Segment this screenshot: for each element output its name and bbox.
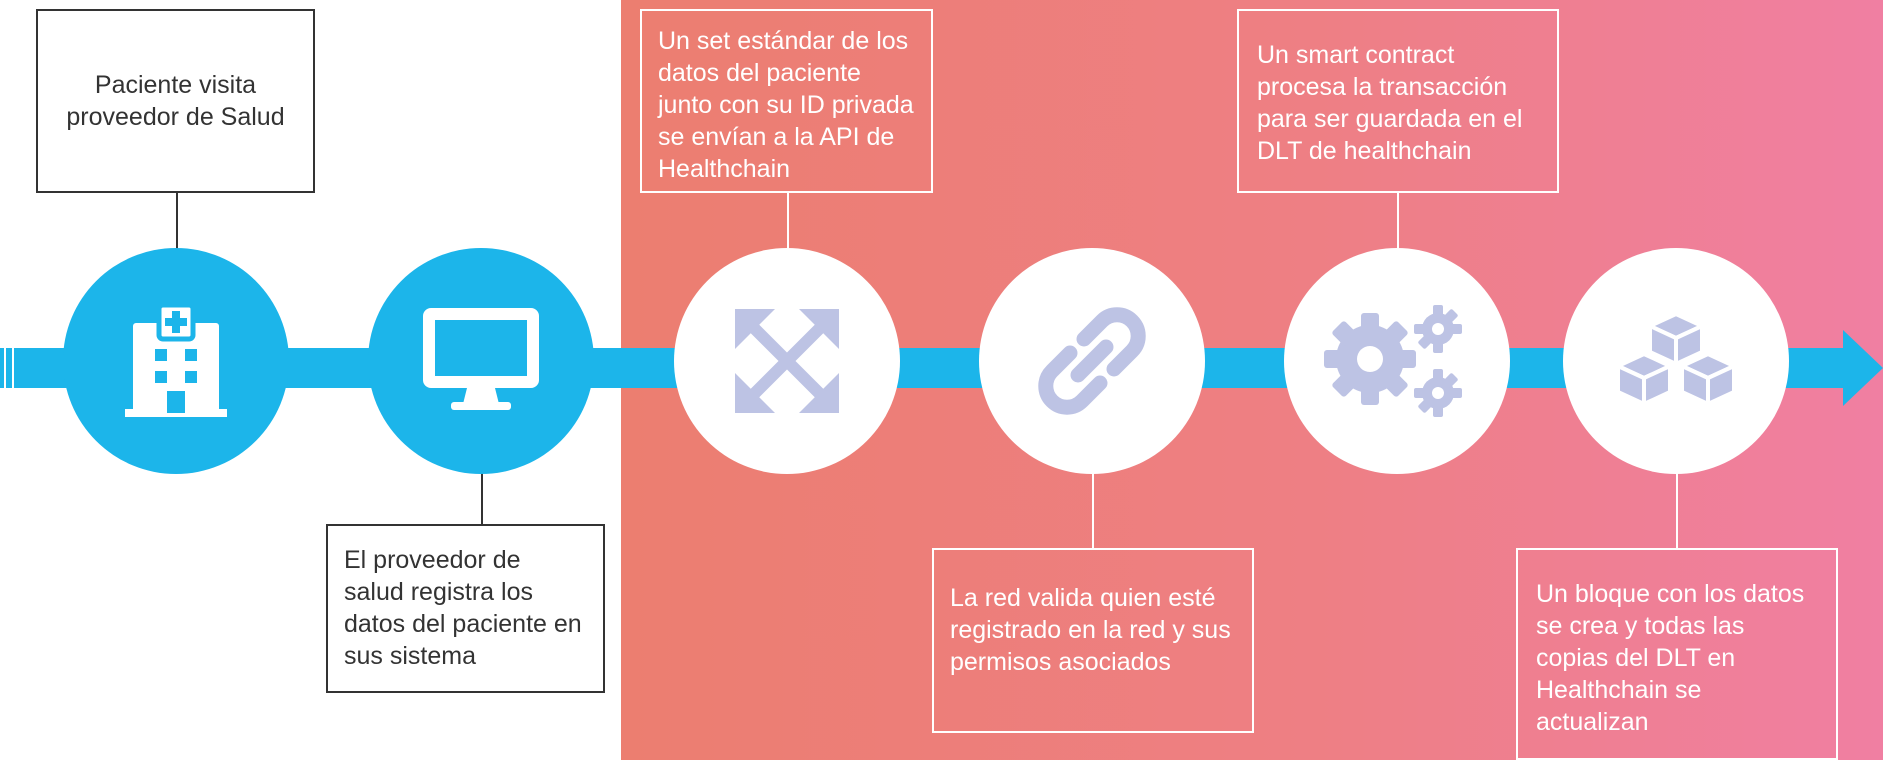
timeline-arrow-head: [1843, 330, 1883, 406]
step-4-textbox: La red valida quien esté registrado en l…: [932, 548, 1254, 733]
step-5-textbox: Un smart contract procesa la transacción…: [1237, 9, 1559, 193]
connector-step-2: [481, 466, 483, 524]
blocks-icon: [1616, 312, 1736, 406]
step-5-text: Un smart contract procesa la transacción…: [1257, 41, 1523, 165]
step-5-node: [1284, 248, 1510, 474]
connector-step-1: [176, 193, 178, 249]
track-tail-gap: [12, 348, 14, 388]
step-2-node: [368, 248, 594, 474]
step-3-text: Un set estándar de los datos del pacient…: [658, 27, 914, 183]
track-tail-stripe: [0, 348, 3, 388]
expand-arrows-icon: [735, 309, 839, 413]
step-6-textbox: Un bloque con los datos se crea y todas …: [1516, 548, 1838, 760]
track-tail-stripe: [8, 348, 11, 388]
step-1-textbox: Paciente visita proveedor de Salud: [36, 9, 315, 193]
step-4-text: La red valida quien esté registrado en l…: [950, 584, 1231, 676]
hospital-icon: [125, 302, 227, 417]
track-tail-gap: [4, 348, 6, 388]
connector-step-5: [1397, 193, 1399, 249]
timeline-track: [0, 348, 1850, 388]
step-2-textbox: El proveedor de salud registra los datos…: [326, 524, 605, 693]
gears-icon: [1324, 305, 1462, 417]
step-6-text: Un bloque con los datos se crea y todas …: [1536, 580, 1805, 736]
step-3-node: [674, 248, 900, 474]
chain-link-icon: [1038, 307, 1146, 415]
step-3-textbox: Un set estándar de los datos del pacient…: [640, 9, 933, 193]
connector-step-3: [787, 193, 789, 249]
connector-step-4: [1092, 472, 1094, 548]
connector-step-6: [1676, 472, 1678, 548]
step-4-node: [979, 248, 1205, 474]
step-2-text: El proveedor de salud registra los datos…: [344, 546, 582, 670]
step-1-node: [63, 248, 289, 474]
step-6-node: [1563, 248, 1789, 474]
monitor-icon: [423, 308, 539, 410]
step-1-text: Paciente visita proveedor de Salud: [66, 71, 285, 131]
